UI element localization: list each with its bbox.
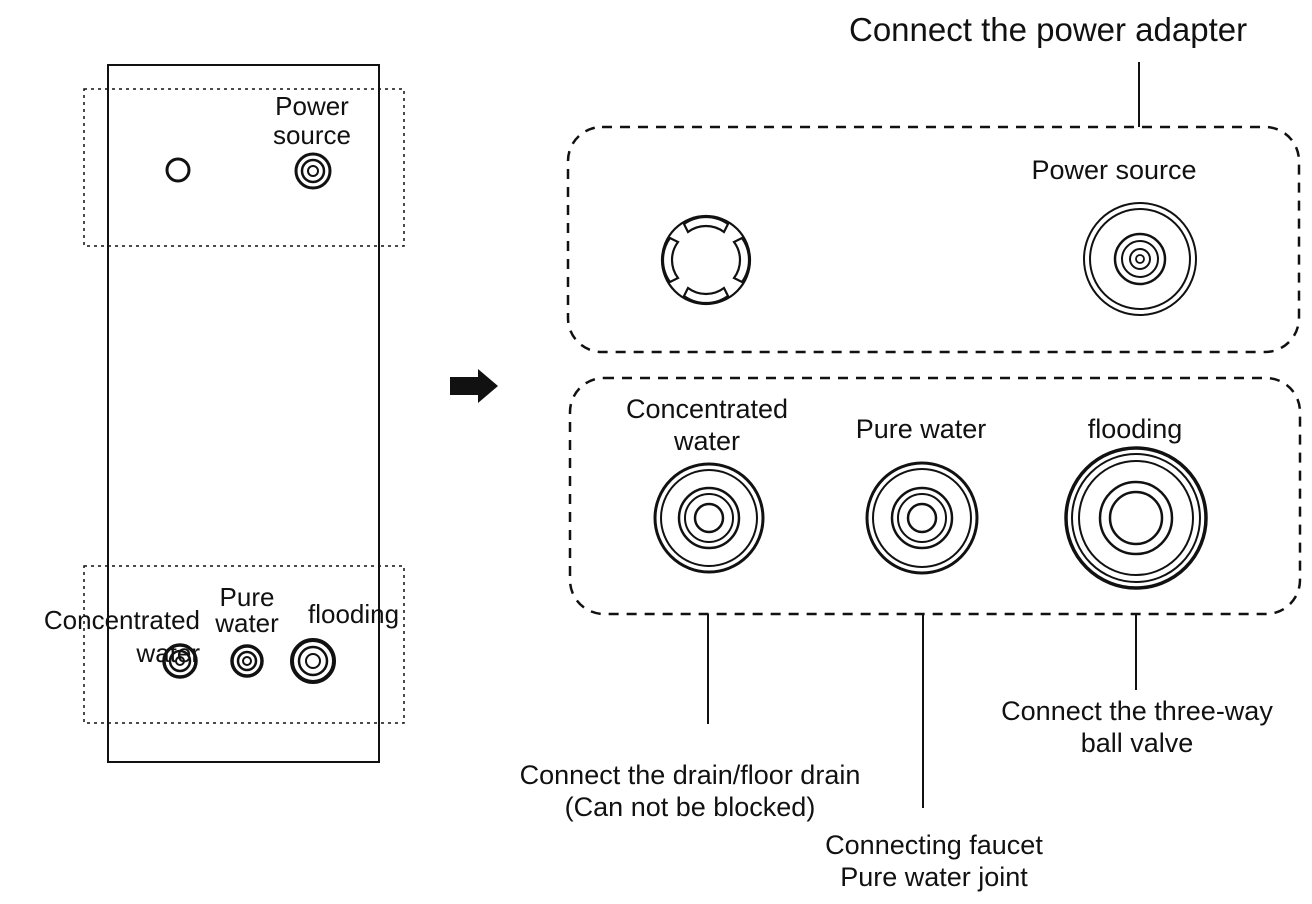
overview-pure-port-icon bbox=[230, 644, 264, 678]
device-back-panel bbox=[107, 64, 380, 763]
drain-callout: Connect the drain/floor drain (Can not b… bbox=[519, 760, 861, 822]
detail-pure-port-icon bbox=[865, 461, 979, 575]
detail-flooding-port-icon bbox=[1064, 446, 1208, 590]
overview-concentrated-port-icon bbox=[162, 643, 198, 679]
overview-concentrated-label: Concentrated water bbox=[43, 605, 200, 669]
overview-power-port-icon bbox=[294, 152, 332, 190]
overview-power-label: Power source bbox=[272, 91, 352, 151]
right-arrow-icon bbox=[450, 369, 498, 403]
detail-concentrated-port-icon bbox=[653, 462, 765, 574]
detail-top-group bbox=[566, 125, 1301, 354]
detail-bottom-group bbox=[568, 376, 1302, 616]
detail-concentrated-label: Concentrated water bbox=[625, 394, 789, 457]
overview-flooding-label: flooding bbox=[308, 599, 400, 629]
detail-flooding-label: flooding bbox=[1087, 414, 1183, 444]
top-port-region bbox=[83, 88, 405, 247]
ball-valve-callout: Connect the three-way ball valve bbox=[1001, 696, 1273, 758]
detail-power-label: Power source bbox=[1031, 155, 1197, 185]
overview-flooding-port-icon bbox=[290, 638, 336, 684]
detail-title: Connect the power adapter bbox=[849, 11, 1248, 48]
detail-pure-label: Pure water bbox=[855, 414, 987, 444]
overview-pure-label: Pure water bbox=[215, 582, 279, 638]
overview-blank-port-icon bbox=[165, 157, 191, 183]
faucet-callout: Connecting faucet Pure water joint bbox=[825, 830, 1043, 892]
bottom-port-region bbox=[83, 565, 405, 724]
detail-power-port-icon bbox=[1083, 202, 1197, 316]
detail-blank-port-icon bbox=[660, 214, 752, 306]
